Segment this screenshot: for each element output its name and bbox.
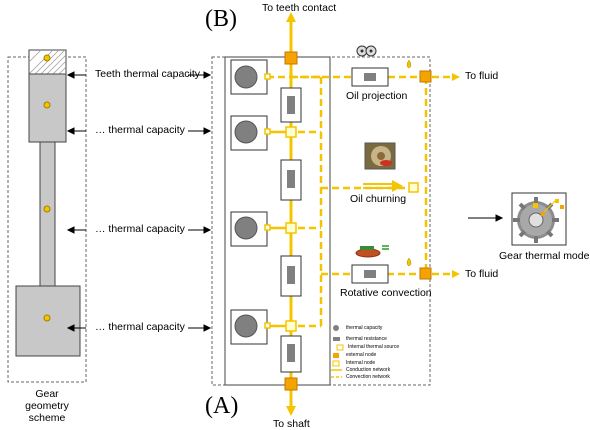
conduction-panel xyxy=(224,56,331,386)
gear-top-hatched xyxy=(28,49,67,75)
capacity-label-hub: … thermal capacity xyxy=(95,321,185,333)
capacity-boxes xyxy=(230,59,271,345)
geometry-node xyxy=(43,314,51,322)
capacity-label-rim: … thermal capacity xyxy=(95,124,185,136)
legend-convection: Convection network xyxy=(346,374,390,380)
legend-internal-node: Internal node xyxy=(346,360,376,366)
geometry-frame xyxy=(7,56,87,383)
label-b: (B) xyxy=(205,6,237,32)
legend-conduction: Conduction network xyxy=(346,367,391,373)
rotative-convection-icon xyxy=(355,245,389,258)
oil-projection-label: Oil projection xyxy=(346,90,408,102)
legend-internal-source: Internal thermal source xyxy=(348,344,400,350)
legend-external-node: external node xyxy=(346,352,377,358)
gear-pair-icon xyxy=(356,45,377,57)
legend-thermal-capacity: thermal capacity xyxy=(346,325,383,331)
label-a: (A) xyxy=(205,393,239,419)
legend-thermal-resistance: thermal resistance xyxy=(346,336,387,342)
rotative-convection-label: Rotative convection xyxy=(340,287,432,299)
gear-model-icon xyxy=(511,192,567,246)
geometry-node xyxy=(43,101,51,109)
legend-symbols xyxy=(331,325,344,378)
to-fluid-top: To fluid xyxy=(465,70,499,82)
geometry-scheme-label: Gear geometry scheme xyxy=(25,388,69,424)
shaft-label: To shaft xyxy=(273,418,310,430)
to-fluid-bottom: To fluid xyxy=(465,268,499,280)
geometry-node xyxy=(43,54,51,62)
geometry-node xyxy=(43,205,51,213)
gear-web xyxy=(39,141,56,287)
capacity-label-teeth: Teeth thermal capacity xyxy=(95,68,201,80)
teeth-contact-label: To teeth contact xyxy=(262,2,337,14)
gear-thermal-model-label: Gear thermal model xyxy=(499,250,590,262)
capacity-label-web: … thermal capacity xyxy=(95,223,185,235)
oil-churning-label: Oil churning xyxy=(350,193,407,205)
